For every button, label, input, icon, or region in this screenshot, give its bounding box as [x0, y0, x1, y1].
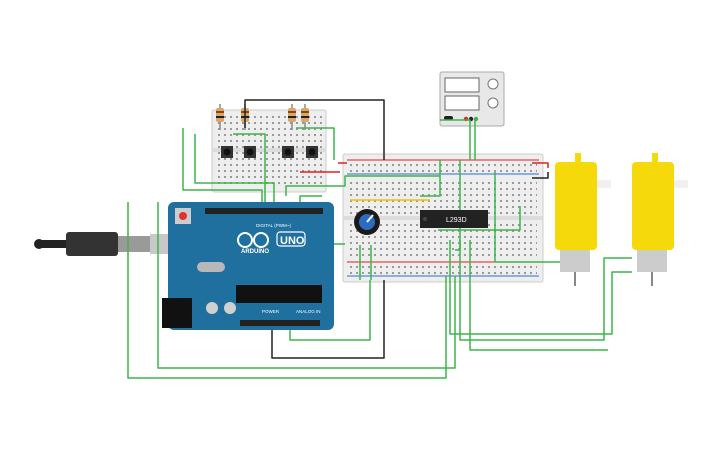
resistor — [216, 104, 224, 130]
usb-cable-icon — [34, 232, 170, 256]
power-header-label: POWER — [262, 309, 280, 314]
small-breadboard — [211, 109, 327, 193]
l293d-chip — [420, 210, 488, 228]
ic-label: L293D — [446, 217, 467, 224]
power-supply — [439, 71, 505, 127]
arduino-uno — [162, 202, 334, 330]
arduino-brand-label: ARDUINO — [241, 249, 269, 255]
potentiometer — [354, 209, 380, 235]
dc-motor-right — [632, 153, 688, 286]
dc-motor-left — [555, 153, 611, 286]
resistor — [288, 104, 296, 130]
wires — [127, 99, 632, 379]
push-buttons — [221, 146, 318, 158]
arduino-model-label: UNO — [280, 235, 305, 247]
analog-header-label: ANALOG IN — [296, 309, 321, 314]
resistor — [301, 104, 309, 130]
digital-header-label: DIGITAL (PWM~) — [256, 223, 291, 228]
